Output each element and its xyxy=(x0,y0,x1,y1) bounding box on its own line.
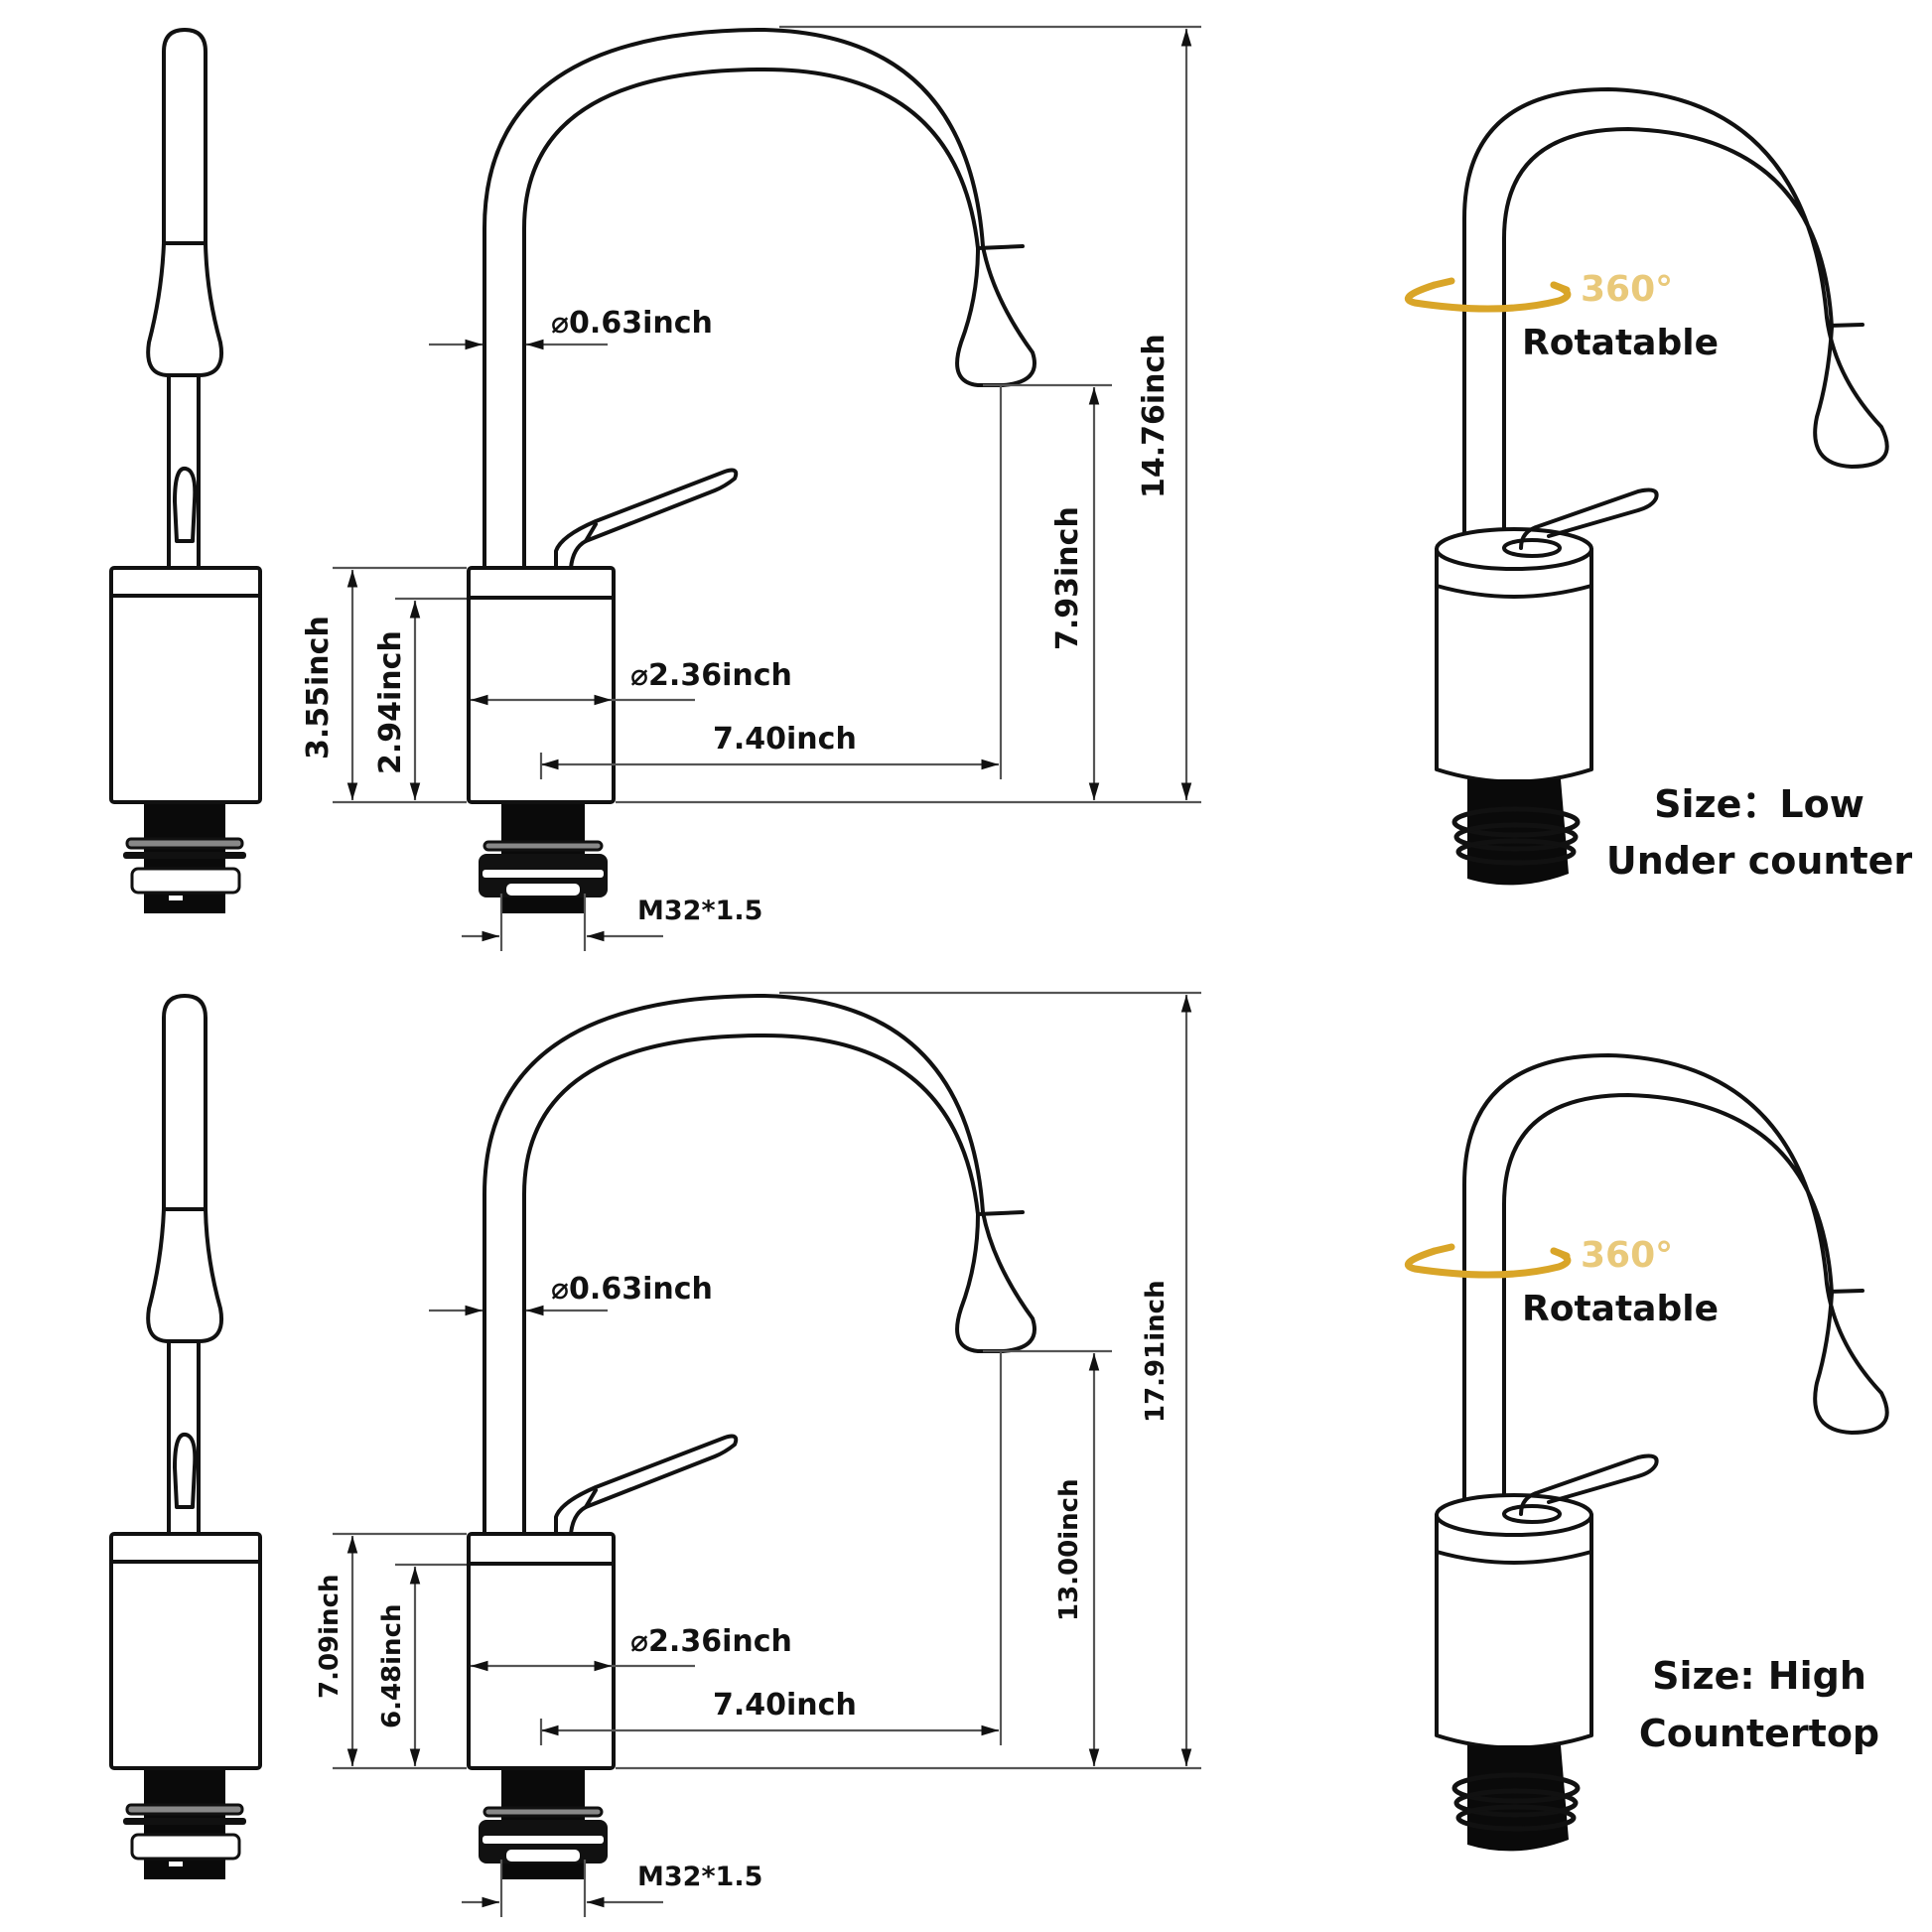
front-handle xyxy=(554,468,739,570)
reach-label: 7.40inch xyxy=(713,1688,857,1723)
spout-height-label: 13.00inch xyxy=(1054,1478,1084,1621)
rotation-indicator: 360° Rotatable xyxy=(1404,269,1719,363)
front-view-faucet xyxy=(467,994,1036,1879)
spout-diameter-label: ⌀0.63inch xyxy=(551,306,713,341)
total-height-label: 17.91inch xyxy=(1141,1280,1171,1423)
spout-height-label: 7.93inch xyxy=(1050,506,1085,650)
size-subtitle: Under counter xyxy=(1606,839,1913,883)
rotation-angle: 360° xyxy=(1581,269,1673,310)
side-view-faucet xyxy=(109,994,262,1879)
rotation-angle: 360° xyxy=(1581,1235,1673,1276)
variant-low-section: ⌀0.63inch ⌀2.36inch 7.40inch M32*1.5 7.9… xyxy=(109,25,1913,951)
base-diameter-label: ⌀2.36inch xyxy=(630,658,792,693)
base-height-label: 7.09inch xyxy=(315,1575,345,1700)
variant-high-section: ⌀0.63inch ⌀2.36inch 7.40inch M32*1.5 13.… xyxy=(109,991,1889,1917)
rotate-arrow-icon xyxy=(1404,1247,1572,1279)
thread-label: M32*1.5 xyxy=(637,896,762,926)
base-height-label: 3.55inch xyxy=(301,616,336,759)
perspective-faucet xyxy=(1435,87,1889,886)
total-height-label: 14.76inch xyxy=(1137,334,1172,498)
reach-label: 7.40inch xyxy=(713,722,857,757)
body-height-label: 6.48inch xyxy=(377,1604,407,1729)
size-title: Size: High xyxy=(1652,1654,1866,1698)
front-view-faucet xyxy=(467,28,1036,913)
base-diameter-label: ⌀2.36inch xyxy=(630,1624,792,1659)
rotation-label: Rotatable xyxy=(1522,1289,1719,1329)
side-body xyxy=(109,566,262,804)
dimension-lines xyxy=(333,991,1201,1917)
dimension-lines xyxy=(333,25,1201,951)
front-body xyxy=(467,566,616,804)
front-spout xyxy=(483,28,1036,570)
perspective-faucet xyxy=(1435,1053,1889,1852)
perspective-spout xyxy=(1462,87,1889,538)
spout-diameter-label: ⌀0.63inch xyxy=(551,1272,713,1307)
rotation-indicator: 360° Rotatable xyxy=(1404,1235,1719,1329)
size-subtitle: Countertop xyxy=(1639,1712,1879,1755)
rotate-arrow-icon xyxy=(1404,281,1572,313)
size-title: Size：Low xyxy=(1654,782,1864,826)
side-view-faucet xyxy=(109,28,262,913)
body-height-label: 2.94inch xyxy=(373,630,408,774)
side-spout xyxy=(146,28,223,377)
thread-label: M32*1.5 xyxy=(637,1862,762,1892)
rotation-label: Rotatable xyxy=(1522,323,1719,363)
